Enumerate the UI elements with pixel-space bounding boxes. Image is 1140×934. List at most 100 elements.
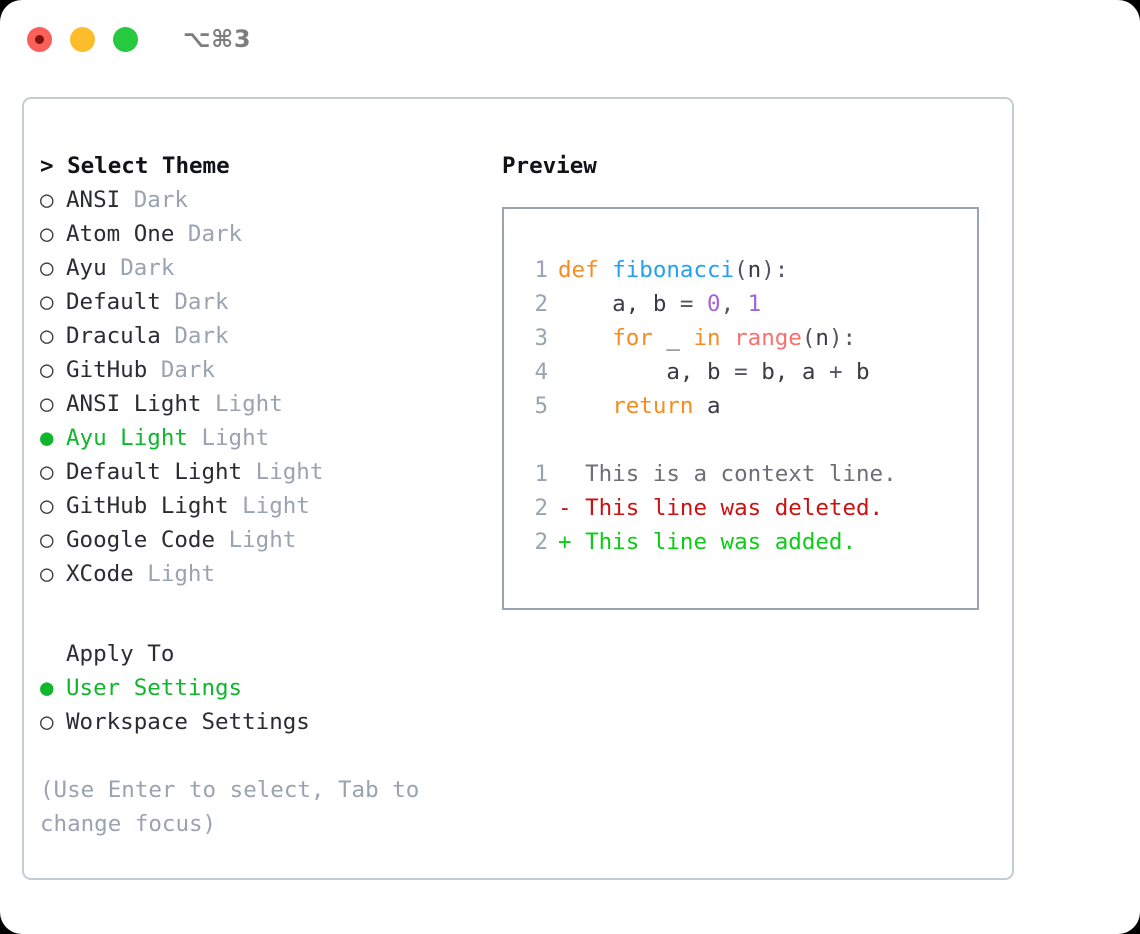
radio-selected-icon: ● bbox=[40, 675, 54, 701]
theme-option-label: ANSI bbox=[66, 187, 134, 213]
diff-line-text: This is a context line. bbox=[558, 461, 897, 487]
theme-option-variant: Light bbox=[242, 493, 310, 519]
code-token bbox=[558, 325, 612, 351]
code-token: 0 bbox=[707, 291, 721, 317]
diff-sample: 1 This is a context line. 2 - This line wa… bbox=[522, 457, 977, 559]
recording-indicator-dot bbox=[35, 34, 44, 44]
theme-option-label: Ayu Light bbox=[66, 425, 202, 451]
code-diff-spacer bbox=[522, 423, 977, 457]
theme-option-ayu-light[interactable]: ● Ayu Light Light bbox=[40, 421, 490, 455]
code-token: b, a bbox=[761, 359, 829, 385]
theme-option-github[interactable]: ○ GitHub Dark bbox=[40, 353, 490, 387]
code-token bbox=[599, 257, 613, 283]
theme-option-label: Default Light bbox=[66, 459, 256, 485]
diff-line-text: - This line was deleted. bbox=[558, 495, 884, 521]
radio-unselected-icon: ○ bbox=[40, 289, 54, 315]
theme-option-variant: Dark bbox=[187, 221, 243, 247]
line-number: 3 bbox=[534, 325, 548, 351]
theme-option-label: Dracula bbox=[66, 323, 175, 349]
minimize-button[interactable] bbox=[70, 26, 95, 52]
theme-option-default-light[interactable]: ○ Default Light Light bbox=[40, 455, 490, 489]
keyboard-shortcut-label: ⌥⌘3 bbox=[183, 25, 252, 53]
theme-option-xcode[interactable]: ○ XCode Light bbox=[40, 557, 490, 591]
theme-list: ○ ANSI Dark ○ Atom One Dark ○ Ayu Dark ○ Defaul… bbox=[40, 183, 490, 591]
theme-option-variant: Dark bbox=[160, 357, 216, 383]
heading-prefix: > bbox=[40, 153, 68, 179]
radio-unselected-icon: ○ bbox=[40, 221, 54, 247]
theme-option-variant: Light bbox=[147, 561, 216, 587]
theme-option-label: Ayu bbox=[66, 255, 121, 281]
code-token: in bbox=[693, 325, 721, 351]
code-token: return bbox=[612, 393, 694, 419]
code-token bbox=[721, 325, 735, 351]
theme-option-variant: Dark bbox=[133, 187, 188, 213]
theme-option-label: XCode bbox=[66, 561, 148, 587]
preview-title: Preview bbox=[502, 153, 597, 179]
radio-unselected-icon: ○ bbox=[40, 187, 54, 213]
code-line: 2 a, b = 0, 1 bbox=[522, 287, 977, 321]
theme-option-default[interactable]: ○Default Dark bbox=[40, 285, 490, 319]
line-number: 4 bbox=[534, 359, 548, 385]
theme-option-google-code[interactable]: ○Google Code Light bbox=[40, 523, 490, 557]
theme-option-dracula[interactable]: ○Dracula Dark bbox=[40, 319, 490, 353]
code-line: 5 return a bbox=[522, 389, 977, 423]
line-number: 2 bbox=[534, 529, 548, 555]
code-token: 1 bbox=[747, 291, 762, 317]
theme-option-label: Atom One bbox=[66, 221, 188, 247]
code-token: ( bbox=[801, 325, 816, 351]
diff-line: 2 - This line was deleted. bbox=[522, 491, 977, 525]
code-token: _ bbox=[652, 325, 694, 351]
window-controls bbox=[27, 26, 138, 52]
radio-selected-icon: ● bbox=[40, 425, 54, 451]
radio-unselected-icon: ○ bbox=[40, 391, 54, 417]
code-token: n bbox=[815, 325, 829, 351]
apply-to-option-user-settings[interactable]: ● User Settings bbox=[40, 671, 490, 705]
theme-option-variant: Dark bbox=[120, 255, 175, 281]
keyboard-hint: (Use Enter to select, Tab to change focu… bbox=[40, 777, 433, 837]
maximize-button[interactable] bbox=[113, 26, 138, 52]
apply-to-heading: Apply To bbox=[66, 641, 175, 667]
code-token: + bbox=[828, 359, 857, 385]
code-token: a, b bbox=[558, 359, 735, 385]
code-token: ( bbox=[734, 257, 748, 283]
code-token: ): bbox=[761, 257, 789, 283]
code-token: ): bbox=[828, 325, 857, 351]
theme-option-ansi[interactable]: ○ ANSI Dark bbox=[40, 183, 490, 217]
line-number: 5 bbox=[534, 393, 548, 419]
radio-unselected-icon: ○ bbox=[40, 357, 54, 383]
apply-to-list: ● User Settings ○Workspace Settings bbox=[40, 671, 490, 739]
close-button[interactable] bbox=[27, 26, 52, 52]
radio-unselected-icon: ○ bbox=[40, 459, 54, 485]
line-number: 2 bbox=[534, 495, 548, 521]
title-bar: ⌥⌘3 bbox=[0, 0, 1140, 78]
code-token: , bbox=[720, 291, 748, 317]
theme-option-label: GitHub Light bbox=[66, 493, 243, 519]
theme-option-ayu[interactable]: ○ Ayu Dark bbox=[40, 251, 490, 285]
code-token: n bbox=[747, 257, 762, 283]
theme-option-ansi-light[interactable]: ○ANSI Light Light bbox=[40, 387, 490, 421]
apply-to-option-label: User Settings bbox=[66, 675, 243, 701]
page-title: > Select Theme bbox=[40, 149, 490, 183]
diff-line-text: + This line was added. bbox=[558, 529, 857, 555]
radio-unselected-icon: ○ bbox=[40, 561, 54, 587]
radio-unselected-icon: ○ bbox=[40, 255, 54, 281]
theme-option-github-light[interactable]: ○ GitHub Light Light bbox=[40, 489, 490, 523]
theme-option-label: GitHub bbox=[66, 357, 161, 383]
line-number: 2 bbox=[534, 291, 548, 317]
apply-to-option-workspace-settings[interactable]: ○Workspace Settings bbox=[40, 705, 490, 739]
theme-option-label: Default bbox=[66, 289, 175, 315]
code-token: a bbox=[693, 393, 721, 419]
diff-line: 1 This is a context line. bbox=[522, 457, 977, 491]
theme-option-variant: Light bbox=[215, 391, 283, 417]
theme-option-variant: Light bbox=[201, 425, 270, 451]
code-token: b bbox=[856, 359, 870, 385]
radio-unselected-icon: ○ bbox=[40, 493, 54, 519]
theme-option-atom-one[interactable]: ○ Atom One Dark bbox=[40, 217, 490, 251]
theme-option-variant: Light bbox=[255, 459, 324, 485]
code-token: range bbox=[734, 325, 802, 351]
theme-picker-panel: > Select Theme ○ANSI Dark○Atom One Dark○… bbox=[40, 149, 490, 841]
